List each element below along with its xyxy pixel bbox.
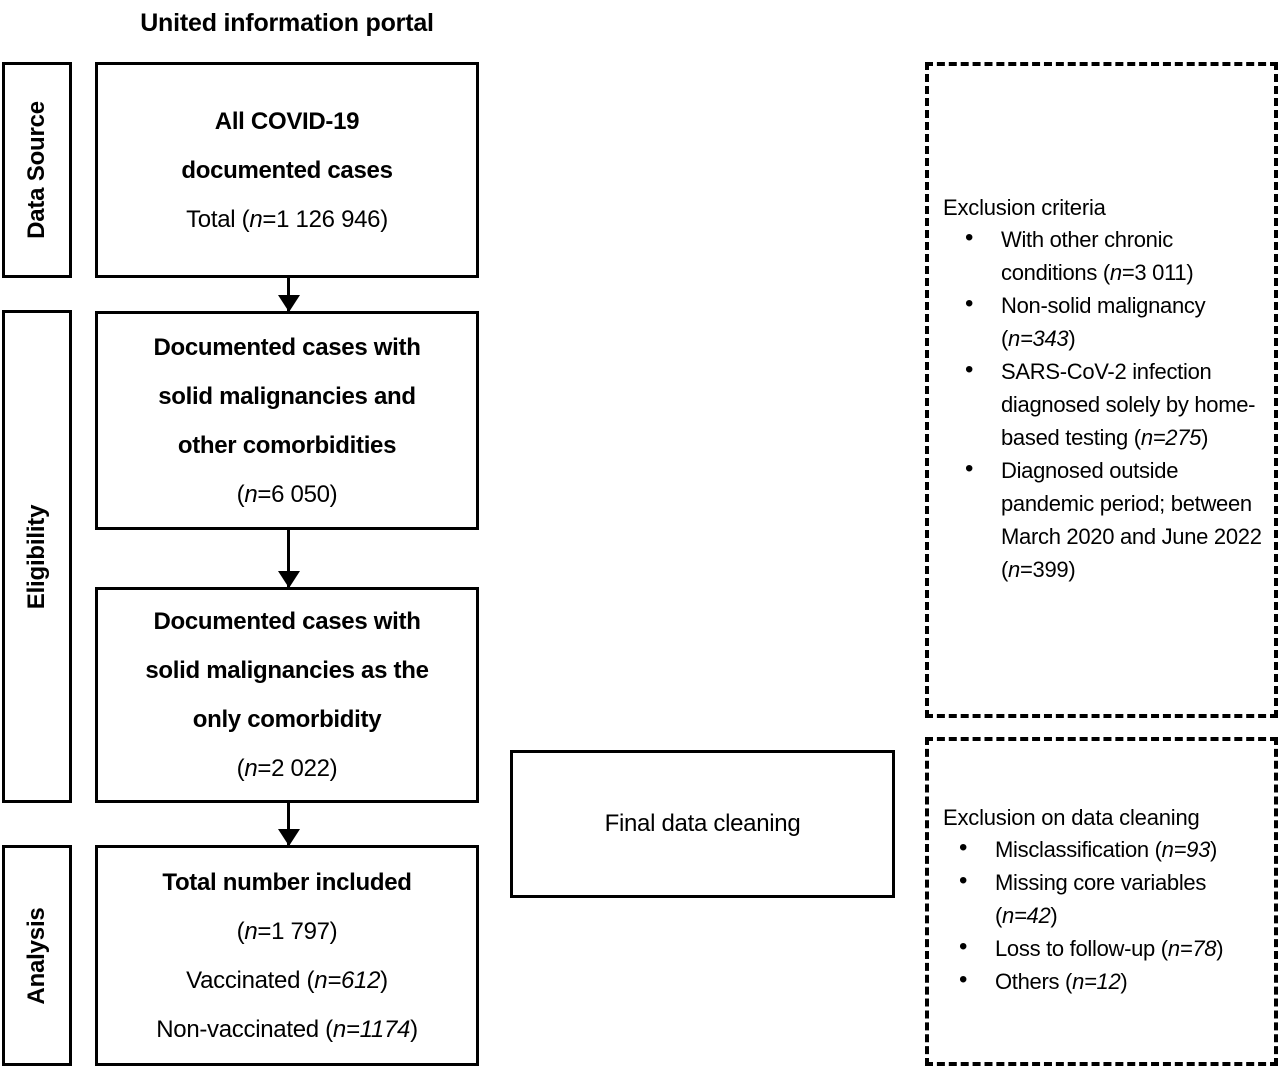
box4-non-vaccinated-prefix: Non-vaccinated ( <box>156 1015 333 1043</box>
criteria-suffix: ) <box>1068 325 1076 351</box>
box4-non-vaccinated-n-symbol: n <box>332 1015 346 1043</box>
page-title: United information portal <box>140 8 434 37</box>
criteria-value: =399 <box>1019 556 1069 582</box>
box3-line1: Documented cases with <box>153 608 421 635</box>
list-item: Misclassification (n=93) <box>939 831 1264 866</box>
box2-line1: Documented cases with <box>153 333 421 361</box>
box4-vaccinated-prefix: Vaccinated ( <box>186 966 315 994</box>
box3-count-prefix: ( <box>236 755 245 782</box>
arrow-box1-to-box2 <box>287 278 290 311</box>
box3-n-symbol: n <box>244 755 258 782</box>
cleaning-value: =42 <box>1013 903 1051 928</box>
box4-non-vaccinated-suffix: ) <box>410 1015 418 1043</box>
cleaning-suffix: ) <box>1050 903 1058 928</box>
box1-line1: All COVID-19 <box>214 107 360 135</box>
box1-total-prefix: Total ( <box>186 205 250 233</box>
criteria-value: =343 <box>1019 325 1069 351</box>
criteria-text: Non-solid malignancy ( <box>1001 292 1206 351</box>
box1-total-value: =1 126 946) <box>262 205 388 233</box>
cleaning-n-symbol: n <box>1002 903 1014 928</box>
list-item: Loss to follow-up (n=78) <box>939 930 1264 965</box>
exclusion-cleaning-list: Misclassification (n=93) Missing core va… <box>939 831 1264 998</box>
box2-line3: other comorbidities <box>177 431 397 459</box>
cleaning-value: =78 <box>1179 936 1217 961</box>
cleaning-text: Others ( <box>995 969 1073 994</box>
stage-label-eligibility: Eligibility <box>23 504 50 609</box>
cleaning-n-symbol: n <box>1161 837 1174 862</box>
exclusion-cleaning-heading: Exclusion on data cleaning <box>943 805 1200 830</box>
box2-count: (n=6 050) <box>237 470 338 519</box>
stage-label-analysis: Analysis <box>23 906 50 1005</box>
box1-total-count: Total (n=1 126 946) <box>186 195 388 244</box>
list-item: Others (n=12) <box>939 963 1264 998</box>
cleaning-text: Loss to follow-up ( <box>995 936 1168 961</box>
cleaning-n-symbol: n <box>1167 936 1180 961</box>
flow-box-total-number-included: Total number included (n=1 797) Vaccinat… <box>95 845 479 1066</box>
box3-line2: solid malignancies as the <box>145 657 429 684</box>
criteria-text: Diagnosed outside pandemic period; betwe… <box>1001 457 1262 582</box>
list-item: Missing core variables (n=42) <box>939 864 1264 932</box>
criteria-value: =275 <box>1152 424 1202 450</box>
cleaning-n-symbol: n <box>1072 969 1084 994</box>
box3-line3: only comorbidity <box>192 706 382 733</box>
box2-n-symbol: n <box>244 480 258 508</box>
exclusion-criteria-list: With other chronic conditions (n=3 011) … <box>939 221 1264 586</box>
box4-non-vaccinated-value: =1174 <box>345 1015 411 1043</box>
criteria-text: With other chronic conditions ( <box>1001 226 1173 285</box>
cleaning-suffix: ) <box>1120 969 1128 994</box>
flow-box-final-data-cleaning: Final data cleaning <box>510 750 895 898</box>
box4-vaccinated-n-symbol: n <box>314 966 328 994</box>
box1-n-symbol: n <box>249 205 263 233</box>
criteria-n-symbol: n <box>1008 556 1020 582</box>
criteria-suffix: ) <box>1068 556 1076 582</box>
box2-line2: solid malignancies and <box>158 382 416 410</box>
flow-box-solid-malignancies-other-comorbidities: Documented cases with solid malignancies… <box>95 311 479 530</box>
cleaning-suffix: ) <box>1210 837 1218 862</box>
box1-line2: documented cases <box>181 156 393 184</box>
box2-count-prefix: ( <box>236 480 245 508</box>
box4-n-symbol: n <box>244 917 258 945</box>
stage-label-data-source: Data Source <box>23 101 50 239</box>
cleaning-value: =12 <box>1084 969 1121 994</box>
box4-vaccinated-value: =612 <box>327 966 381 994</box>
cleaning-value: =93 <box>1173 837 1211 862</box>
criteria-suffix: ) <box>1201 424 1209 450</box>
exclusion-on-data-cleaning-panel: Exclusion on data cleaning Misclassifica… <box>925 737 1278 1066</box>
stage-box-data-source: Data Source <box>2 62 72 278</box>
cleaning-text: Misclassification ( <box>995 837 1162 862</box>
box4-line1: Total number included <box>162 868 412 896</box>
flow-box-all-covid-cases: All COVID-19 documented cases Total (n=1… <box>95 62 479 278</box>
box4-vaccinated-suffix: ) <box>380 966 388 994</box>
criteria-value: =3 011 <box>1121 259 1187 285</box>
box4-total-count: (n=1 797) <box>237 907 338 956</box>
box4-total-prefix: ( <box>236 917 245 945</box>
cleaning-text: Missing core variables ( <box>995 870 1207 928</box>
arrow-box2-to-box3 <box>287 530 290 587</box>
arrow-box3-to-box4 <box>287 803 290 845</box>
box3-count-value: =2 022) <box>257 755 338 782</box>
list-item: SARS-CoV-2 infection diagnosed solely by… <box>939 353 1264 454</box>
flow-box-solid-malignancies-only-comorbidity: Documented cases with solid malignancies… <box>95 587 479 803</box>
criteria-text: SARS-CoV-2 infection diagnosed solely by… <box>1001 358 1256 450</box>
criteria-n-symbol: n <box>1109 259 1122 285</box>
box4-vaccinated: Vaccinated (n=612) <box>186 956 388 1005</box>
exclusion-criteria-panel: Exclusion criteria With other chronic co… <box>925 62 1278 718</box>
list-item: With other chronic conditions (n=3 011) <box>939 221 1264 289</box>
list-item: Diagnosed outside pandemic period; betwe… <box>939 452 1264 586</box>
criteria-n-symbol: n <box>1008 325 1020 351</box>
exclusion-criteria-heading: Exclusion criteria <box>943 194 1106 220</box>
stage-box-eligibility: Eligibility <box>2 310 72 803</box>
final-cleaning-label: Final data cleaning <box>604 810 801 837</box>
cleaning-suffix: ) <box>1216 936 1224 961</box>
box2-count-value: =6 050) <box>257 480 338 508</box>
box4-non-vaccinated: Non-vaccinated (n=1174) <box>156 1005 418 1054</box>
box4-total-value: =1 797) <box>257 917 338 945</box>
stage-box-analysis: Analysis <box>2 845 72 1066</box>
criteria-n-symbol: n <box>1140 424 1153 450</box>
list-item: Non-solid malignancy (n=343) <box>939 287 1264 355</box>
criteria-suffix: ) <box>1186 259 1194 285</box>
box3-count: (n=2 022) <box>237 744 338 793</box>
